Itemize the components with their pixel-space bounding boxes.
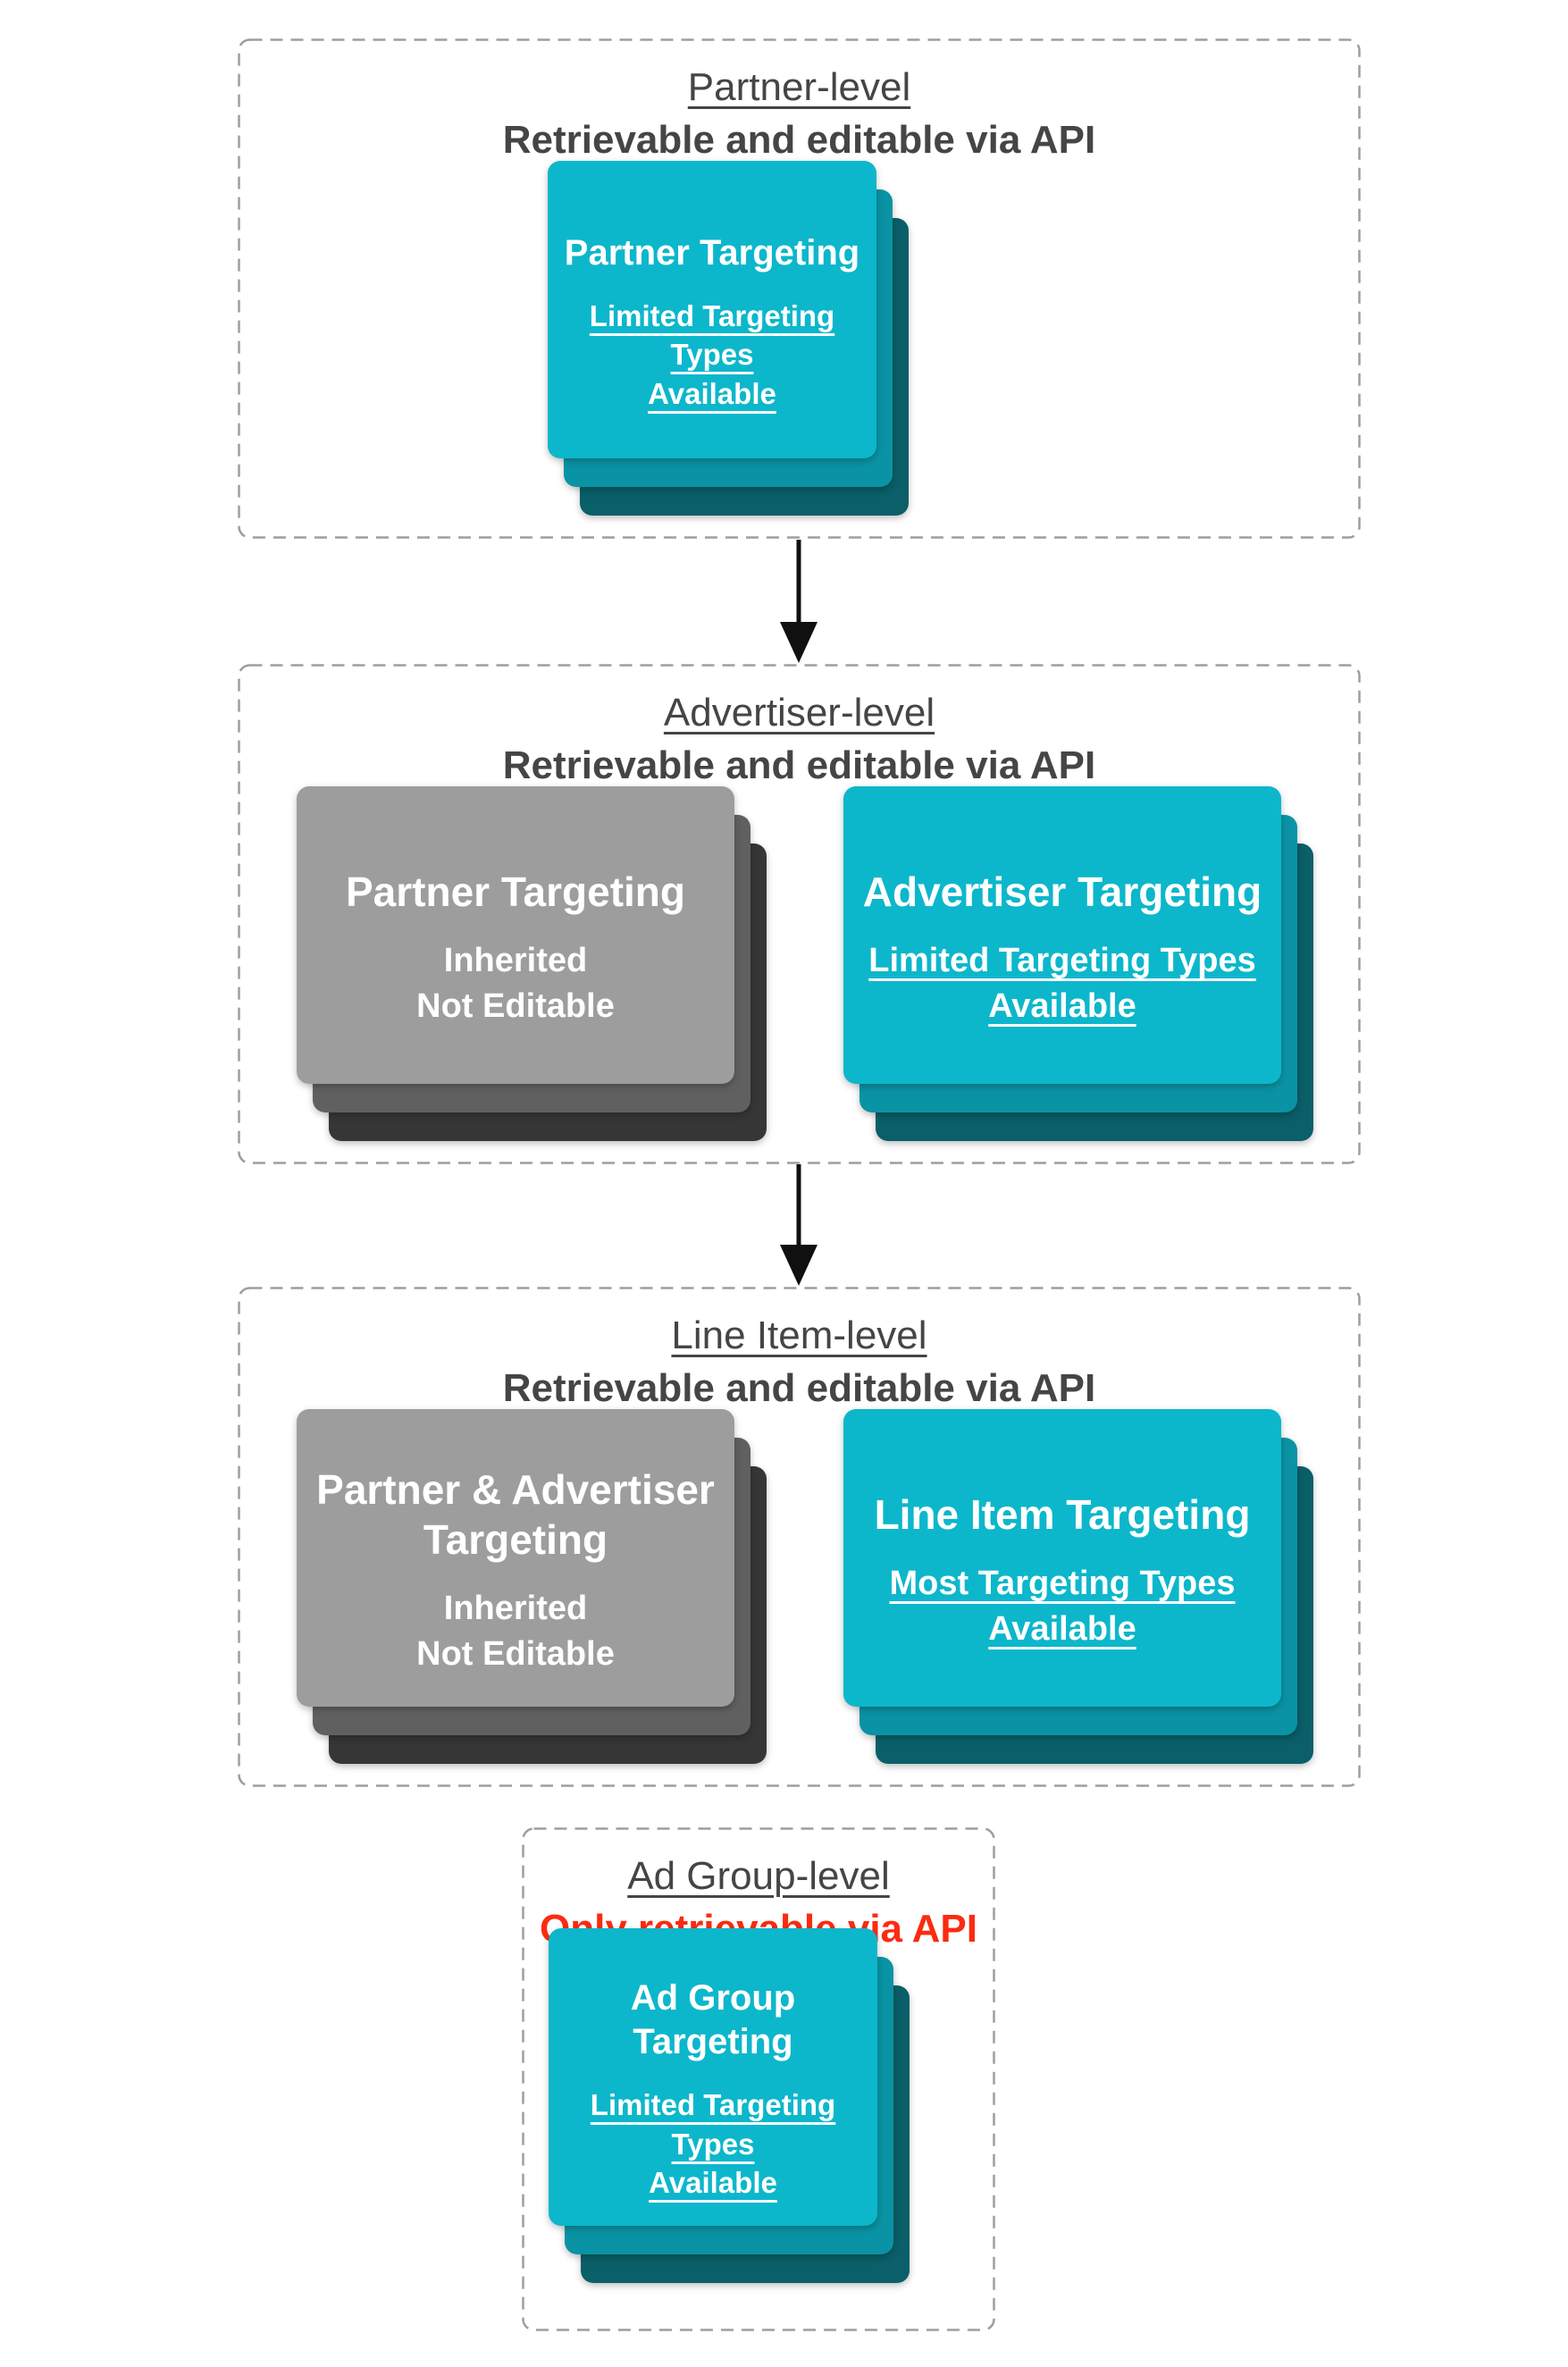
level-subtitle: Retrievable and editable via API — [502, 118, 1096, 162]
card-subtitle-line: Inherited — [443, 1590, 588, 1628]
arrow-down-icon — [779, 1164, 818, 1286]
card-line-item-targeting: Line Item Targeting Most Targeting Types… — [843, 1409, 1313, 1764]
dashed-border — [238, 1287, 1361, 1787]
section-ad-group-level: Ad Group-level Only retrievable via API … — [522, 1827, 995, 2331]
card-ad-group-targeting: Ad Group Targeting Limited Targeting Typ… — [549, 1928, 910, 2283]
section-header: Partner-level Retrievable and editable v… — [238, 38, 1361, 162]
dashed-border — [238, 664, 1361, 1164]
section-header: Advertiser-level Retrievable and editabl… — [238, 664, 1361, 787]
card-subtitle-line: Limited Targeting Types — [589, 298, 835, 372]
card-front-layer: Partner Targeting Limited Targeting Type… — [548, 161, 876, 458]
card-partner-targeting: Partner Targeting Limited Targeting Type… — [548, 161, 909, 516]
card-subtitle: Limited Targeting Types Available — [868, 938, 1256, 1028]
section-line-item-level: Line Item-level Retrievable and editable… — [238, 1287, 1361, 1787]
level-title: Ad Group-level — [627, 1854, 890, 1898]
card-title: Partner Targeting — [346, 869, 685, 916]
card-title: Ad Group Targeting — [630, 1978, 796, 2062]
card-partner-targeting-inherited: Partner Targeting Inherited Not Editable — [297, 786, 767, 1141]
card-subtitle: Limited Targeting Types Available — [561, 2086, 865, 2203]
dashed-border — [238, 38, 1361, 539]
section-partner-level: Partner-level Retrievable and editable v… — [238, 38, 1361, 539]
card-subtitle-line: Available — [988, 986, 1136, 1025]
level-subtitle: Retrievable and editable via API — [502, 743, 1096, 787]
card-subtitle-line: Not Editable — [416, 1634, 615, 1673]
card-front-layer: Partner & Advertiser Targeting Inherited… — [297, 1409, 734, 1707]
card-subtitle: Most Targeting Types Available — [889, 1561, 1235, 1650]
card-subtitle-line: Most Targeting Types — [889, 1565, 1236, 1603]
arrow-down-icon — [779, 540, 818, 663]
card-subtitle-line: Available — [649, 2166, 777, 2200]
card-subtitle: Inherited Not Editable — [416, 938, 615, 1028]
card-subtitle-line: Not Editable — [416, 986, 615, 1025]
section-header: Line Item-level Retrievable and editable… — [238, 1287, 1361, 1410]
section-advertiser-level: Advertiser-level Retrievable and editabl… — [238, 664, 1361, 1164]
card-advertiser-targeting: Advertiser Targeting Limited Targeting T… — [843, 786, 1313, 1141]
card-front-layer: Advertiser Targeting Limited Targeting T… — [843, 786, 1281, 1084]
card-front-layer: Line Item Targeting Most Targeting Types… — [843, 1409, 1281, 1707]
card-partner-advertiser-targeting-inherited: Partner & Advertiser Targeting Inherited… — [297, 1409, 767, 1764]
card-subtitle-line: Limited Targeting Types — [868, 942, 1256, 980]
card-subtitle: Inherited Not Editable — [416, 1586, 615, 1675]
level-title: Partner-level — [687, 65, 911, 109]
card-title: Line Item Targeting — [874, 1491, 1251, 1539]
card-subtitle-line: Inherited — [443, 942, 588, 980]
card-subtitle-line: Limited Targeting Types — [590, 2087, 836, 2161]
level-title: Advertiser-level — [663, 691, 935, 734]
level-subtitle: Retrievable and editable via API — [502, 1366, 1096, 1410]
card-front-layer: Partner Targeting Inherited Not Editable — [297, 786, 734, 1084]
level-title: Line Item-level — [671, 1314, 927, 1357]
card-title: Partner Targeting — [564, 232, 860, 273]
card-title: Partner & Advertiser Targeting — [316, 1466, 715, 1564]
card-subtitle-line: Available — [648, 376, 776, 410]
dashed-border — [522, 1827, 995, 2331]
card-subtitle-line: Available — [988, 1609, 1136, 1648]
card-front-layer: Ad Group Targeting Limited Targeting Typ… — [549, 1928, 877, 2226]
card-subtitle: Limited Targeting Types Available — [560, 297, 864, 414]
card-title: Advertiser Targeting — [862, 869, 1262, 916]
